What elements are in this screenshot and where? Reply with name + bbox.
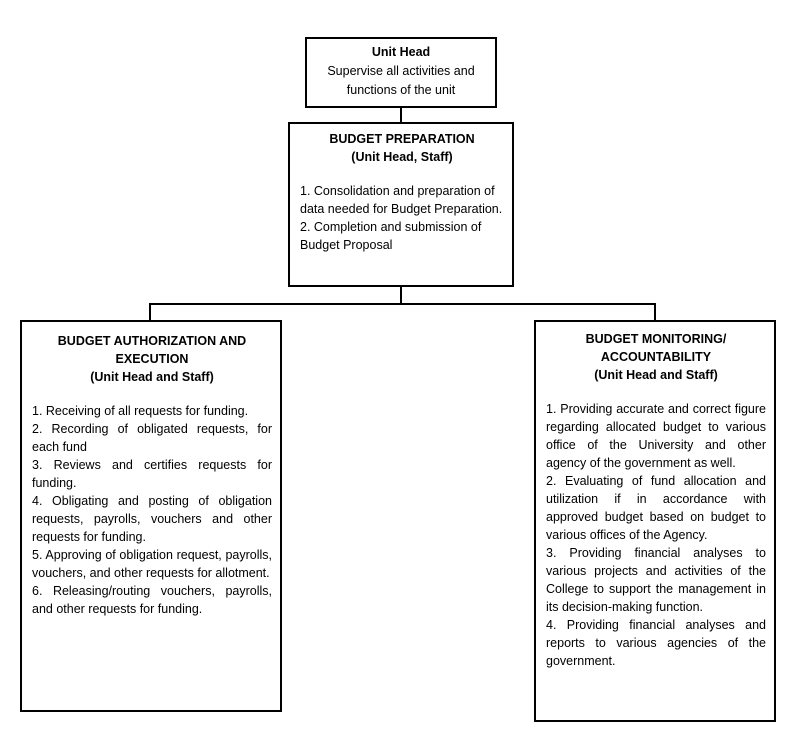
list-item: 5. Approving of obligation request, payr… [32,548,272,580]
budget-preparation-title: BUDGET PREPARATION [329,132,475,146]
list-item: 4. Providing financial analyses and repo… [546,618,766,668]
unit-head-box: Unit Head Supervise all activities and f… [305,37,497,108]
list-item: 2. Evaluating of fund allocation and uti… [546,474,766,542]
budget-authorization-title: BUDGET AUTHORIZATION AND EXECUTION [57,334,247,366]
list-item: 4. Obligating and posting of obligation … [32,494,272,544]
budget-preparation-list: 1. Consolidation and preparation of data… [300,182,504,254]
connector-unit-head-to-preparation [400,108,402,122]
budget-monitoring-title: BUDGET MONITORING/ ACCOUNTABILITY [585,332,727,364]
budget-authorization-subtitle: (Unit Head and Staff) [90,370,214,384]
connector-to-monitoring [654,303,656,320]
connector-preparation-down [400,287,402,304]
budget-authorization-box: BUDGET AUTHORIZATION AND EXECUTION (Unit… [20,320,282,712]
unit-head-description: Supervise all activities and functions o… [327,64,475,97]
connector-horizontal-branch [149,303,656,305]
list-item: 2. Recording of obligated requests, for … [32,422,272,454]
budget-monitoring-subtitle: (Unit Head and Staff) [594,368,718,382]
list-item: 1. Providing accurate and correct figure… [546,402,766,470]
budget-monitoring-list: 1. Providing accurate and correct figure… [546,400,766,670]
list-item: 2. Completion and submission of Budget P… [300,220,482,252]
connector-to-authorization [149,303,151,320]
unit-head-title: Unit Head [371,45,431,59]
list-item: 3. Providing financial analyses to vario… [546,546,766,614]
list-item: 1. Receiving of all requests for funding… [32,404,249,418]
budget-authorization-list: 1. Receiving of all requests for funding… [32,402,272,618]
budget-preparation-box: BUDGET PREPARATION (Unit Head, Staff) 1.… [288,122,514,287]
budget-preparation-subtitle: (Unit Head, Staff) [351,150,453,164]
budget-monitoring-box: BUDGET MONITORING/ ACCOUNTABILITY (Unit … [534,320,776,722]
list-item: 1. Consolidation and preparation of data… [300,184,503,216]
list-item: 3. Reviews and certifies requests for fu… [32,458,272,490]
list-item: 6. Releasing/routing vouchers, payrolls,… [32,584,272,616]
